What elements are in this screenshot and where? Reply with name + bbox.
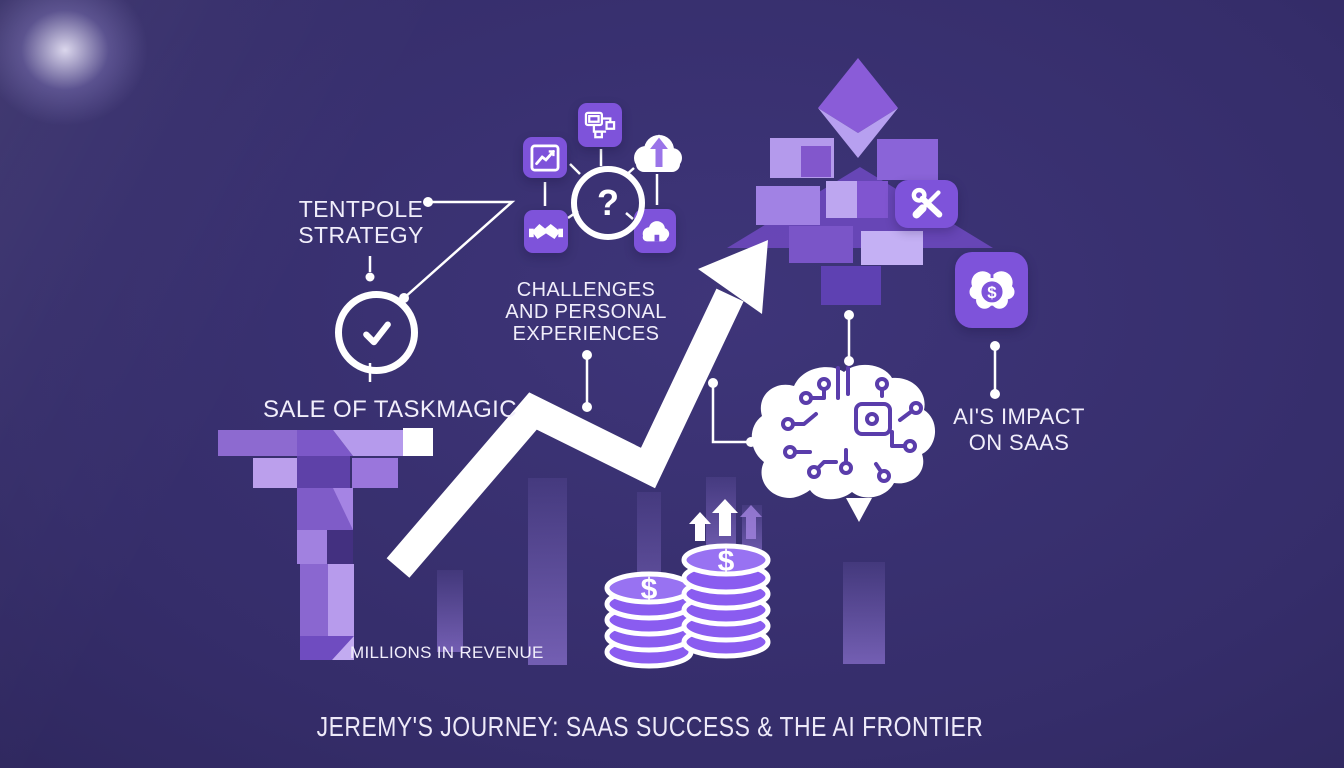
coin-stacks: $ $ xyxy=(604,499,771,669)
small-up-arrow-icon xyxy=(689,512,711,541)
connector-dots xyxy=(365,197,1000,447)
taskmagic-t-mosaic xyxy=(218,428,433,660)
diamond-top xyxy=(818,58,898,133)
tentpole-connector xyxy=(403,200,516,299)
mosaic-tree xyxy=(727,58,993,305)
diamond-bottom xyxy=(818,108,898,158)
faded-up-arrow-icon xyxy=(740,505,762,539)
brain-elbow-connector xyxy=(711,386,748,444)
coin-stack-right: $ xyxy=(681,543,771,659)
zigzag-arrow-icon xyxy=(386,240,768,578)
coin-stack-left: $ xyxy=(604,571,694,669)
corner-glow xyxy=(0,0,180,155)
up-arrow-icon xyxy=(712,499,738,536)
circuit-brain-icon xyxy=(751,364,936,522)
dollar-sign: $ xyxy=(718,545,735,578)
dollar-sign: $ xyxy=(641,573,658,606)
